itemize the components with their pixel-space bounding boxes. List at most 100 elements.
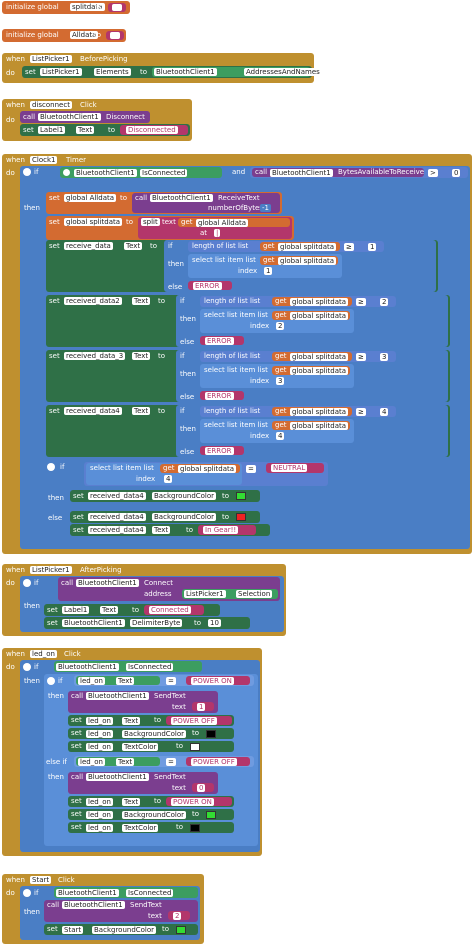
start-click-event[interactable]: when Start Click do if then BluetoothCli…: [2, 874, 204, 944]
gear-icon[interactable]: [23, 889, 31, 897]
number-literal[interactable]: 4: [380, 408, 389, 416]
number-literal[interactable]: 0: [452, 169, 461, 177]
if-block[interactable]: if then BluetoothClient1 IsConnected if …: [20, 660, 260, 852]
listpicker-afterpicking-event[interactable]: when ListPicker1 AfterPicking do if then…: [2, 564, 286, 636]
set-splitdata-block[interactable]: set global splitdata to split text get g…: [46, 216, 294, 240]
set-received-data-row[interactable]: set receive_data Text to if then else le…: [46, 240, 438, 292]
color-red[interactable]: [236, 513, 246, 521]
component-dropdown[interactable]: receive_data: [64, 242, 113, 250]
connect-call[interactable]: call BluetoothClient1 Connect address Li…: [58, 577, 280, 601]
component-dropdown[interactable]: received_data_3: [64, 352, 126, 360]
set-alldata-block[interactable]: set global Alldata to call BluetoothClie…: [46, 192, 282, 214]
component-dropdown[interactable]: received_data2: [64, 297, 122, 305]
number-literal[interactable]: 4: [276, 432, 285, 440]
set-elements-block[interactable]: set ListPicker1 Elements to BluetoothCli…: [22, 66, 322, 78]
color-white[interactable]: [190, 743, 200, 751]
property-dropdown[interactable]: Text: [132, 352, 151, 360]
set-received-data-row[interactable]: set received_data2 Text to if then else …: [46, 295, 450, 347]
empty-string-block[interactable]: [106, 31, 124, 40]
number-literal[interactable]: 2: [276, 322, 285, 330]
number-literal[interactable]: 4: [164, 475, 173, 483]
property-dropdown[interactable]: Text: [132, 407, 151, 415]
getter-block[interactable]: BluetoothClient1 AddressesAndNames: [152, 67, 322, 77]
component-dropdown[interactable]: Clock1: [30, 156, 58, 164]
color-green[interactable]: [236, 492, 246, 500]
operator-dropdown[interactable]: >: [428, 169, 438, 177]
gear-icon[interactable]: [23, 663, 31, 671]
color-black[interactable]: [190, 824, 200, 832]
get-alldata[interactable]: get global Alldata: [178, 218, 290, 227]
color-green[interactable]: [176, 926, 186, 934]
led-click-event[interactable]: when led_on Click do if then BluetoothCl…: [2, 648, 262, 856]
string-literal[interactable]: Disconnected: [120, 125, 188, 135]
string-literal[interactable]: |: [214, 229, 221, 237]
string-literal[interactable]: In Gear!!: [203, 526, 239, 534]
set-bgcolor-block[interactable]: set received_data4 BackgroundColor to: [70, 490, 260, 502]
string-literal[interactable]: ERROR: [205, 392, 234, 400]
string-literal[interactable]: ERROR: [205, 447, 234, 455]
component-dropdown[interactable]: ListPicker1: [40, 68, 82, 76]
gear-icon[interactable]: [63, 169, 70, 176]
init-splitdata-block[interactable]: initialize global splitdata to: [2, 1, 130, 14]
if-block[interactable]: if then call BluetoothClient1 Connect ad…: [20, 576, 284, 632]
set-text-block[interactable]: set received_data4 Text to In Gear!!: [70, 524, 270, 536]
operator-dropdown[interactable]: ≥: [356, 408, 366, 416]
var-name-field[interactable]: splitdata: [70, 3, 105, 11]
set-label-text-block[interactable]: set Label1 Text to Disconnected: [20, 124, 190, 136]
empty-string-block[interactable]: [108, 3, 126, 12]
color-black[interactable]: [206, 730, 216, 738]
number-literal[interactable]: 3: [276, 377, 285, 385]
operator-dropdown[interactable]: ≥: [356, 298, 366, 306]
compare-block[interactable]: call BluetoothClient1 BytesAvailableToRe…: [250, 167, 468, 178]
number-literal[interactable]: 1: [264, 267, 273, 275]
gear-icon[interactable]: [23, 579, 31, 587]
operator-dropdown[interactable]: =: [246, 465, 256, 473]
disconnect-click-event[interactable]: when disconnect Click do call BluetoothC…: [2, 99, 192, 141]
set-received-data-row[interactable]: set received_data_3 Text to if then else…: [46, 350, 450, 402]
set-received-data-row[interactable]: set received_data4 Text to if then else …: [46, 405, 450, 457]
gear-icon[interactable]: [47, 677, 55, 685]
gear-icon[interactable]: [23, 168, 31, 176]
var-name-field[interactable]: Alldata: [70, 31, 99, 39]
number-literal[interactable]: 1: [368, 243, 377, 251]
number-literal[interactable]: -1: [260, 204, 271, 212]
call-disconnect-block[interactable]: call BluetoothClient1 Disconnect: [20, 111, 150, 123]
set-label-text-block[interactable]: set Label1 Text to Connected: [44, 604, 220, 616]
component-dropdown[interactable]: disconnect: [30, 101, 72, 109]
string-literal[interactable]: Connected: [149, 606, 191, 614]
string-literal[interactable]: ERROR: [193, 282, 222, 290]
is-connected-getter[interactable]: BluetoothClient1 IsConnected: [60, 167, 222, 178]
split-block[interactable]: split text get global Alldata at |: [138, 217, 292, 239]
string-literal[interactable]: NEUTRAL: [271, 464, 308, 472]
property-dropdown[interactable]: Elements: [94, 68, 131, 76]
component-dropdown[interactable]: received_data4: [64, 407, 122, 415]
if-block[interactable]: if then BluetoothClient1 IsConnected cal…: [20, 886, 200, 940]
init-alldata-block[interactable]: initialize global Alldata to: [2, 29, 126, 42]
gear-icon[interactable]: [47, 463, 55, 471]
bytes-available-call[interactable]: call BluetoothClient1 BytesAvailableToRe…: [252, 168, 424, 177]
number-literal[interactable]: 10: [208, 619, 221, 627]
listpicker-beforepicking-event[interactable]: when ListPicker1 BeforePicking do set Li…: [2, 53, 322, 83]
component-dropdown[interactable]: ListPicker1: [30, 55, 72, 63]
number-literal[interactable]: 3: [380, 353, 389, 361]
operator-dropdown[interactable]: ≥: [344, 243, 354, 251]
operator-dropdown[interactable]: ≥: [356, 353, 366, 361]
number-literal[interactable]: 2: [380, 298, 389, 306]
receive-text-call[interactable]: call BluetoothClient1 ReceiveText number…: [132, 193, 280, 213]
